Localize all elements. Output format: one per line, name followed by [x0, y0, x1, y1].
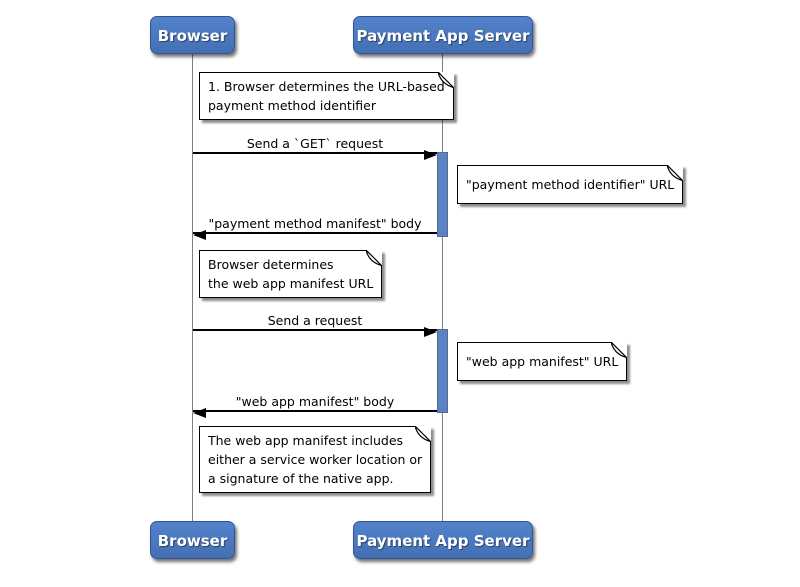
- activation-bar-web-app-manifest-request: [437, 329, 448, 413]
- actor-label: Payment App Server: [356, 27, 530, 45]
- lifeline-browser: [192, 54, 193, 521]
- activation-bar-payment-method-request: [437, 152, 448, 237]
- actor-label: Payment App Server: [356, 532, 530, 550]
- note-web-app-manifest-url: "web app manifest" URL: [457, 342, 628, 381]
- actor-browser-bottom: Browser: [150, 521, 235, 559]
- arrowhead-right-icon: [424, 327, 437, 337]
- message-line: [193, 230, 437, 240]
- message-line: [193, 327, 437, 337]
- note-text: Browser determines the web app manifest …: [208, 257, 374, 291]
- note-web-app-manifest-determination: Browser determines the web app manifest …: [199, 250, 383, 298]
- message-line: [193, 408, 437, 418]
- note-fold-icon: [366, 250, 383, 266]
- arrowhead-right-icon: [424, 150, 437, 160]
- note-text: The web app manifest includes either a s…: [208, 433, 423, 486]
- message-send-get-request: Send a `GET` request: [193, 136, 437, 160]
- note-fold-icon: [611, 342, 628, 358]
- actor-payment-app-server-top: Payment App Server: [353, 16, 533, 54]
- note-text: 1. Browser determines the URL-based paym…: [208, 79, 445, 113]
- note-fold-icon: [667, 165, 684, 181]
- note-text: "payment method identifier" URL: [466, 177, 675, 192]
- message-label: "web app manifest" body: [235, 394, 395, 409]
- actor-browser-top: Browser: [150, 16, 235, 54]
- note-payment-method-identifier-determination: 1. Browser determines the URL-based paym…: [199, 72, 454, 120]
- actor-label: Browser: [157, 532, 228, 550]
- message-label: Send a `GET` request: [246, 136, 384, 151]
- actor-label: Browser: [157, 27, 228, 45]
- note-text: "web app manifest" URL: [466, 354, 619, 369]
- lifeline-payment-app-server: [442, 54, 443, 521]
- message-send-request: Send a request: [193, 313, 437, 337]
- message-label: Send a request: [267, 313, 363, 328]
- note-fold-icon: [415, 426, 432, 442]
- arrowhead-left-icon: [193, 408, 206, 418]
- note-web-app-manifest-contents: The web app manifest includes either a s…: [199, 426, 432, 493]
- message-web-app-manifest-body: "web app manifest" body: [193, 394, 437, 418]
- arrowhead-left-icon: [193, 230, 206, 240]
- message-line: [193, 150, 437, 160]
- note-payment-method-identifier-url: "payment method identifier" URL: [457, 165, 684, 204]
- actor-payment-app-server-bottom: Payment App Server: [353, 521, 533, 559]
- message-label: "payment method manifest" body: [208, 216, 422, 231]
- note-fold-icon: [437, 72, 454, 88]
- message-payment-method-manifest-body: "payment method manifest" body: [193, 216, 437, 240]
